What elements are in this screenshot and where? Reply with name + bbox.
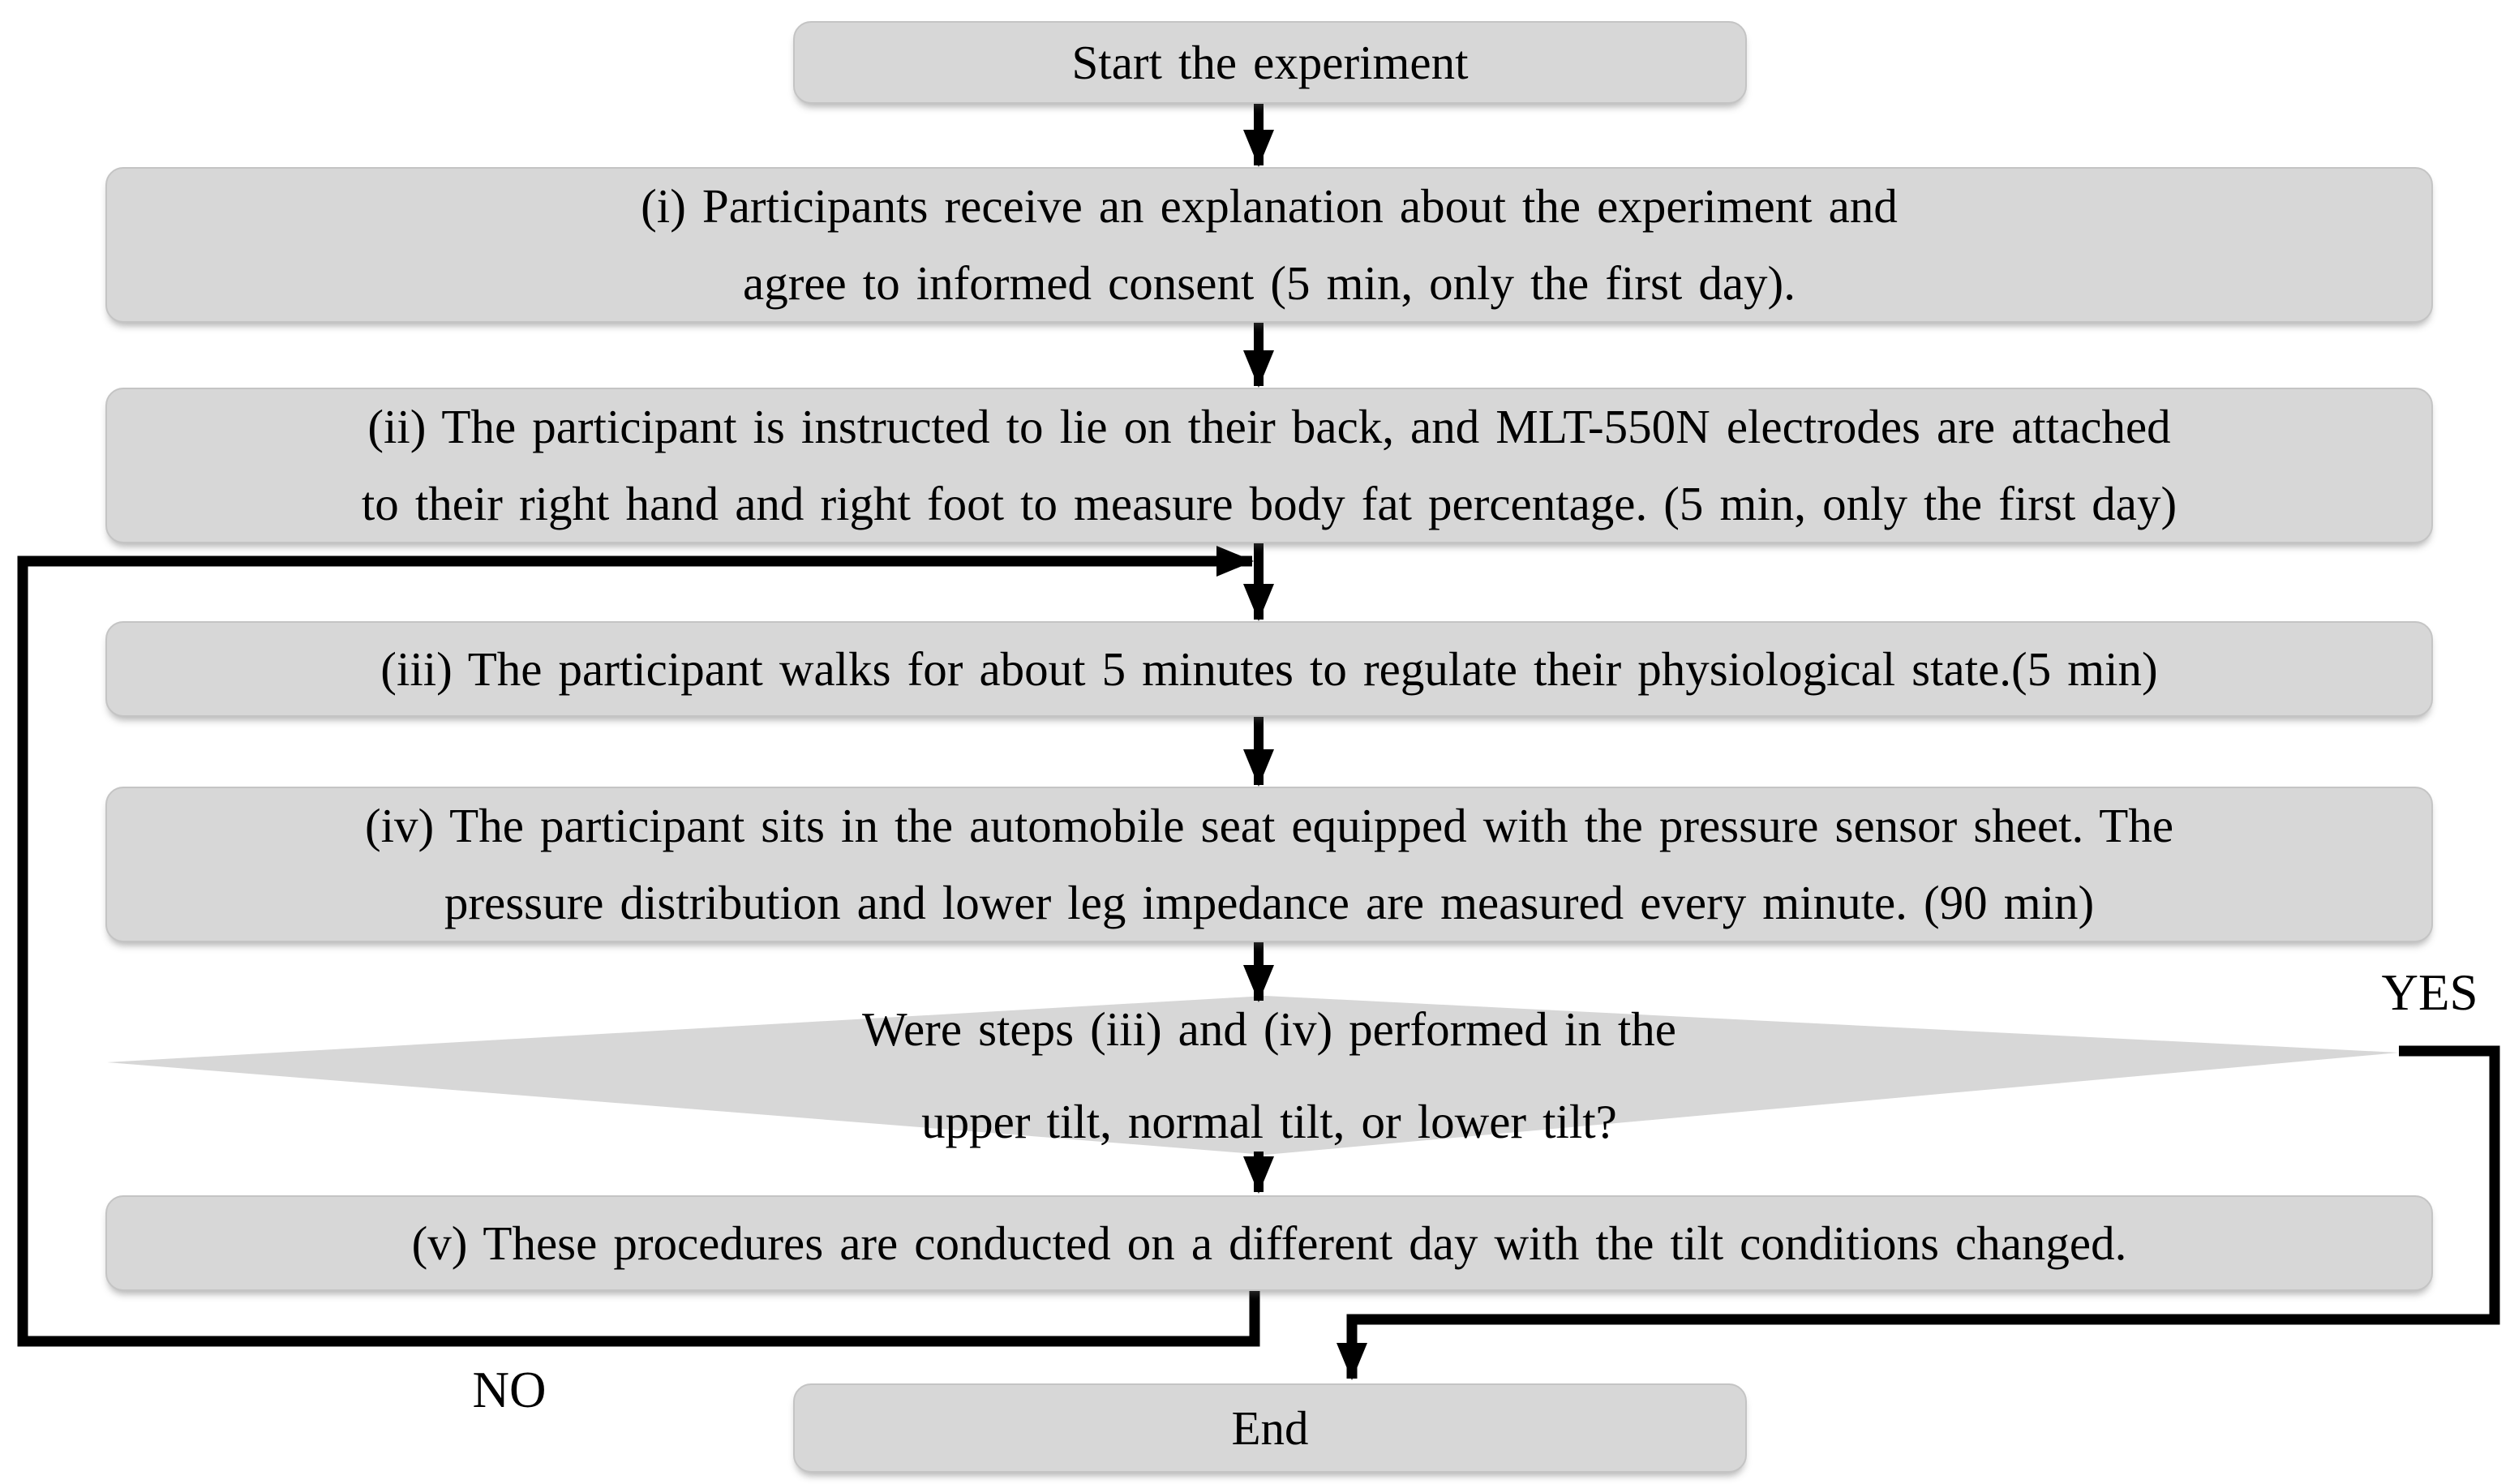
step-iv-line-1: (iv) The participant sits in the automob… (364, 799, 2174, 852)
yes-branch-label: YES (2381, 964, 2478, 1021)
step-iii-line-1: (iii) The participant walks for about 5 … (380, 641, 2158, 696)
step-ii-line-1: (ii) The participant is instructed to li… (367, 400, 2171, 453)
node-step-i: (i) Participants receive an explanation … (105, 167, 2433, 323)
no-branch-label: NO (472, 1362, 547, 1418)
step-i-line-1: (i) Participants receive an explanation … (641, 179, 1898, 233)
no-loop-connector (17, 546, 1260, 1347)
node-step-iii: (iii) The participant walks for about 5 … (105, 621, 2433, 717)
node-step-ii: (ii) The participant is instructed to li… (105, 388, 2433, 543)
node-step-v: (v) These procedures are conducted on a … (105, 1195, 2433, 1291)
decision-diamond-shape (107, 996, 2399, 1155)
decision-node-text: Were steps (iii) and (iv) performed in t… (105, 983, 2433, 1168)
yes-path-connector (1337, 1045, 2500, 1380)
node-step-iv: (iv) The participant sits in the automob… (105, 787, 2433, 942)
node-end: End (793, 1383, 1747, 1473)
node-start: Start the experiment (793, 21, 1747, 104)
step-v-line-1: (v) These procedures are conducted on a … (411, 1216, 2127, 1270)
decision-line-1: Were steps (iii) and (iv) performed in t… (862, 1002, 1676, 1056)
step-i-line-2: agree to informed consent (5 min, only t… (743, 256, 1796, 310)
node-start-label: Start the experiment (1071, 36, 1469, 89)
node-end-label: End (1231, 1401, 1309, 1455)
decision-line-2: upper tilt, normal tilt, or lower tilt? (921, 1095, 1617, 1148)
step-iv-line-2: pressure distribution and lower leg impe… (444, 876, 2095, 929)
step-ii-line-2: to their right hand and right foot to me… (361, 477, 2177, 530)
